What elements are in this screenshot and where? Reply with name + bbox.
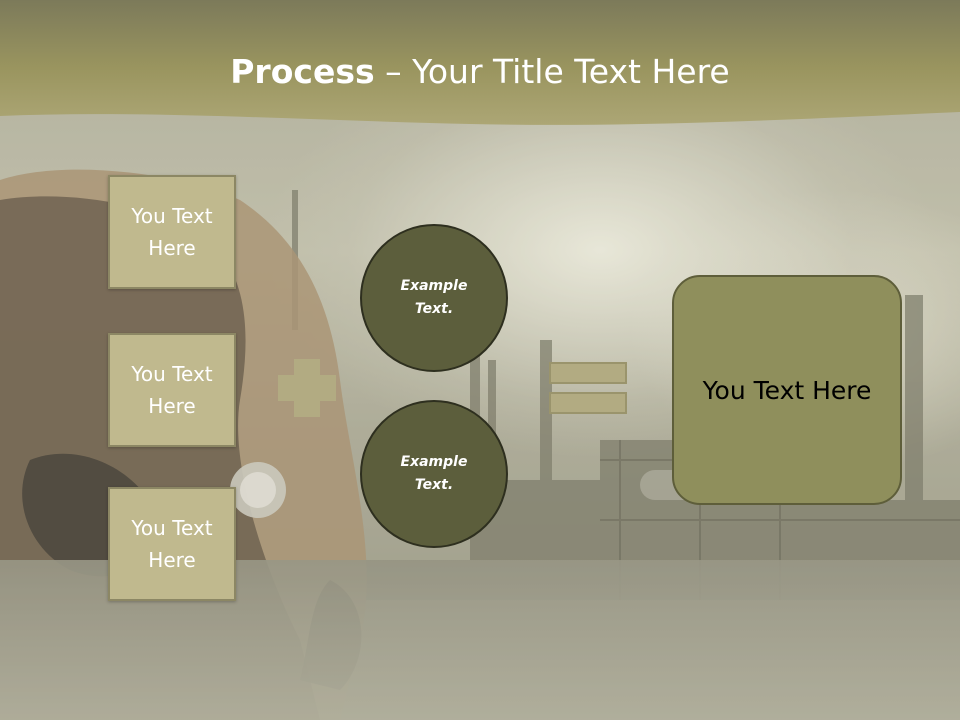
header-band: [0, 0, 960, 125]
example-circle-2[interactable]: Example Text.: [360, 400, 508, 548]
text-box-3[interactable]: You Text Here: [108, 487, 236, 601]
text-box-2-label: You Text Here: [131, 362, 213, 418]
result-box-label: You Text Here: [702, 375, 872, 405]
equals-icon-top: [549, 362, 627, 384]
text-box-1[interactable]: You Text Here: [108, 175, 236, 289]
result-box[interactable]: You Text Here: [672, 275, 902, 505]
example-circle-1[interactable]: Example Text.: [360, 224, 508, 372]
title-bold: Process: [230, 52, 375, 91]
title-rest: – Your Title Text Here: [374, 52, 730, 91]
plus-icon-horizontal: [278, 375, 336, 401]
text-box-3-label: You Text Here: [131, 516, 213, 572]
text-box-2[interactable]: You Text Here: [108, 333, 236, 447]
example-circle-1-label: Example Text.: [400, 278, 468, 317]
page-title: Process – Your Title Text Here: [0, 52, 960, 91]
text-box-1-label: You Text Here: [131, 204, 213, 260]
equals-icon-bottom: [549, 392, 627, 414]
example-circle-2-label: Example Text.: [400, 454, 468, 493]
